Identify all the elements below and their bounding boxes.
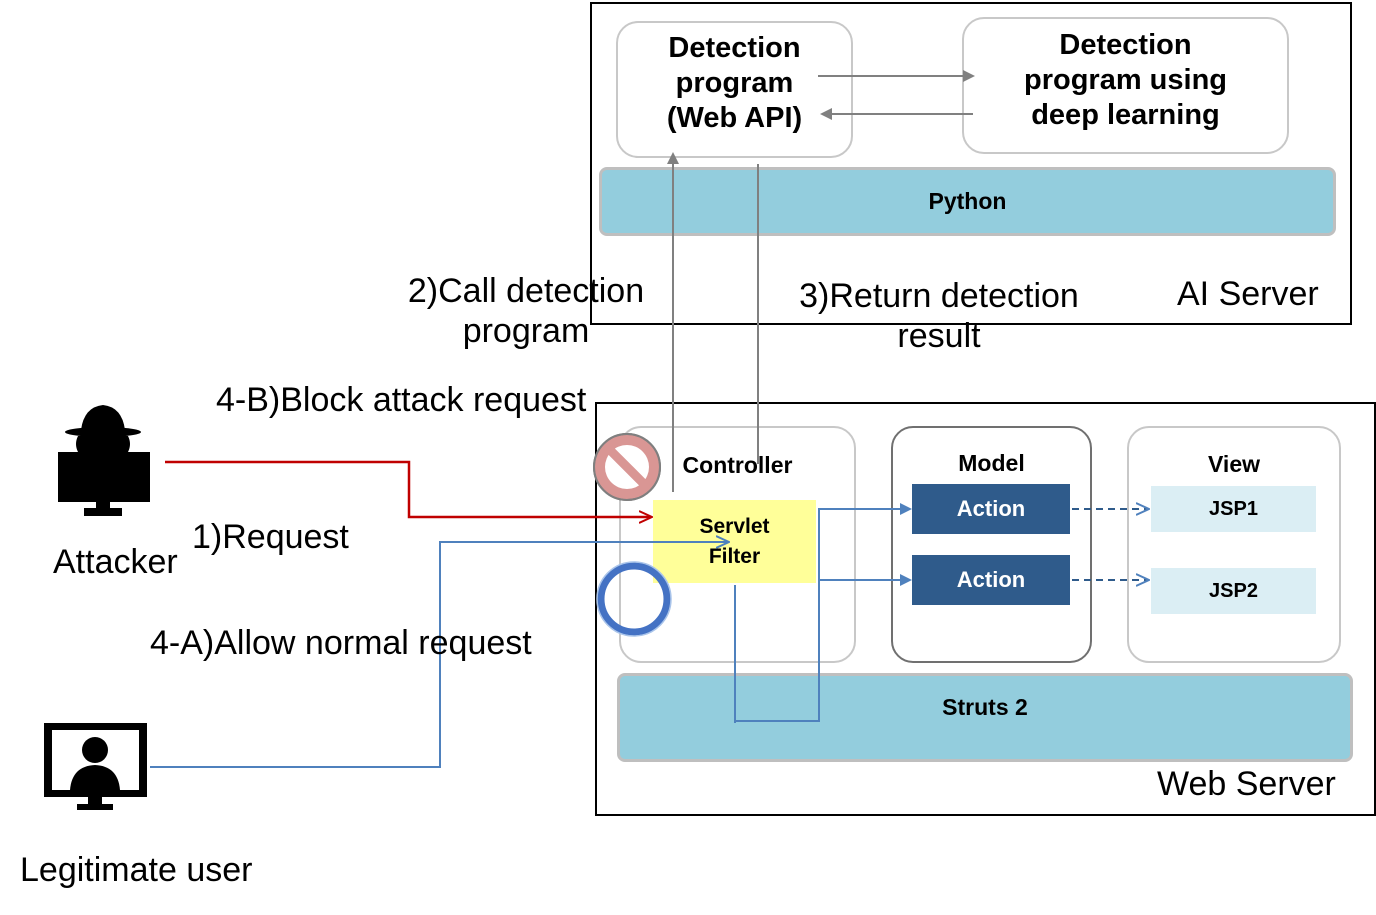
step-call-detection: 2)Call detection program — [407, 272, 645, 350]
attack-request-line — [165, 460, 651, 517]
detection-api-box — [616, 21, 853, 158]
step-return-result: 3)Return detection result — [799, 277, 1079, 355]
action-2: Action — [912, 555, 1070, 605]
jsp-1: JSP1 — [1151, 486, 1316, 532]
view-box — [1127, 426, 1341, 663]
model-box — [891, 426, 1092, 663]
legitimate-user-label: Legitimate user — [20, 851, 253, 889]
struts-bar: Struts 2 — [617, 673, 1353, 762]
circle-ok-icon — [596, 561, 672, 637]
attacker-label: Attacker — [53, 543, 178, 581]
controller-title: Controller — [682, 452, 793, 478]
model-title: Model — [958, 450, 1025, 476]
prohibited-icon — [593, 433, 661, 501]
hooded-attacker-icon — [58, 405, 150, 516]
python-bar: Python — [599, 167, 1336, 236]
detection-dl-title: Detection program using deep learning — [1023, 29, 1227, 131]
user-monitor-icon — [44, 723, 147, 810]
web-server-label: Web Server — [1157, 765, 1336, 803]
step-block: 4-B)Block attack request — [216, 381, 587, 419]
filter-to-actions-line — [735, 503, 912, 722]
normal-request-line — [150, 542, 728, 768]
servlet-filter: Servlet Filter — [653, 500, 816, 583]
detection-api-title: Detection program (Web API) — [666, 32, 803, 134]
step-allow: 4-A)Allow normal request — [150, 624, 532, 662]
step-request: 1)Request — [192, 518, 349, 556]
detection-dl-box — [962, 17, 1289, 154]
action-1: Action — [912, 484, 1070, 534]
view-title: View — [1208, 451, 1260, 477]
ai-server-label: AI Server — [1177, 275, 1319, 313]
jsp-2: JSP2 — [1151, 568, 1316, 614]
